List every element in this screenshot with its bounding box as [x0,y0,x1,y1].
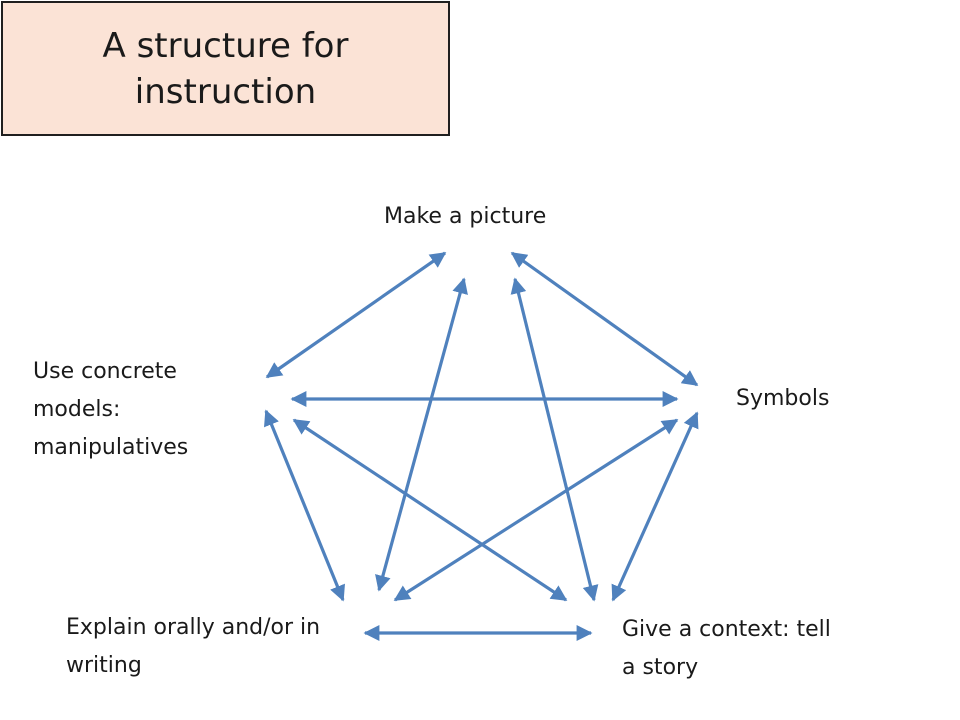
arrow-top-to-bottom-right [510,277,599,602]
node-use-concrete-models: Use concrete models: manipulatives [33,359,189,460]
arrow-top-to-bottom-left [375,277,468,592]
arrow-left-to-bottom-left [264,409,345,602]
arrow-top-to-left [265,251,447,379]
arrow-right-to-bottom-left [393,418,679,602]
node-symbols: Symbols [736,386,830,411]
arrow-top-to-right [510,251,699,387]
title-box: A structure for instruction [1,1,450,136]
arrow-right-to-bottom-right [611,411,699,602]
node-give-a-context: Give a context: tell a story [622,617,831,680]
node-explain-orally: Explain orally and/or in writing [66,615,321,678]
diagram-title: A structure for instruction [102,25,349,112]
arrow-left-to-bottom-right [292,418,568,602]
node-make-a-picture: Make a picture [384,204,547,229]
